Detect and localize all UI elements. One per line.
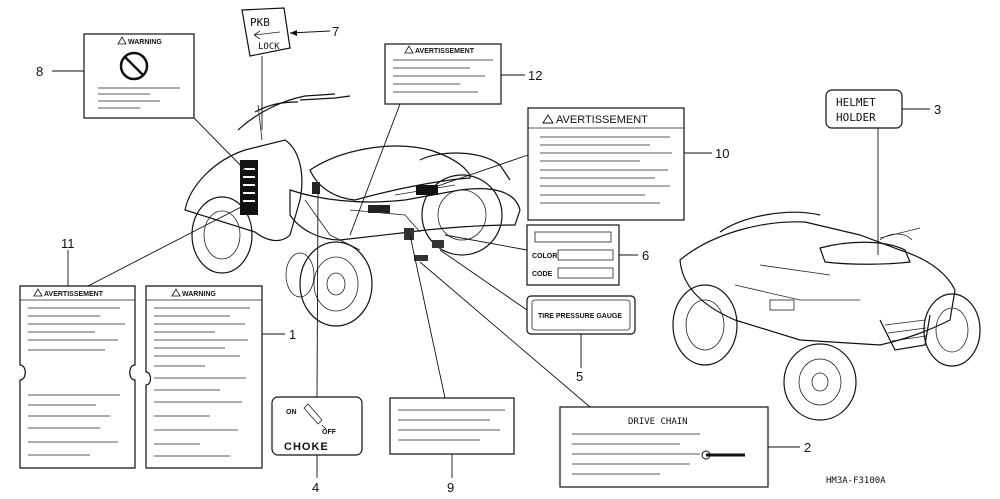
helmet-text: HELMET — [836, 96, 876, 109]
arrow-left-icon — [253, 30, 281, 40]
atv-illustration-left — [184, 93, 521, 327]
label-4-choke: ON OFF CHOKE — [271, 396, 363, 456]
label-9-plate — [389, 397, 515, 455]
callout-7: 7 — [332, 24, 339, 39]
leader-lines — [52, 30, 930, 478]
choke-text: CHOKE — [284, 441, 329, 453]
callout-3: 3 — [934, 102, 941, 117]
label-10-title: AVERTISSEMENT — [556, 114, 648, 126]
label-3-helmet-holder: HELMET HOLDER — [825, 89, 903, 129]
label-1-warning: WARNING — [145, 285, 263, 469]
callout-9: 9 — [447, 480, 454, 495]
label-1-title: WARNING — [182, 291, 216, 298]
label-6-color-code: COLOR CODE — [526, 224, 620, 286]
label-12-avertissement: AVERTISSEMENT — [384, 43, 502, 105]
callout-6: 6 — [642, 248, 649, 263]
callout-1: 1 — [289, 327, 296, 342]
pkb-text: PKB — [250, 16, 270, 29]
label-2-drive-chain: DRIVE CHAIN — [559, 406, 769, 488]
prohibition-icon — [119, 51, 149, 81]
diagram-code: HM3A-F3100A — [826, 476, 886, 486]
drive-chain-text: DRIVE CHAIN — [628, 417, 688, 427]
tire-gauge-text: TIRE PRESSURE GAUGE — [538, 313, 622, 320]
code-text: CODE — [532, 271, 553, 278]
callout-2: 2 — [804, 440, 811, 455]
color-text: COLOR — [532, 253, 557, 260]
label-11-title: AVERTISSEMENT — [44, 291, 104, 298]
label-12-title: AVERTISSEMENT — [415, 48, 475, 55]
label-7-pkb-lock: PKB LOCK — [241, 7, 291, 57]
callout-11: 11 — [61, 236, 75, 251]
choke-on-text: ON — [286, 409, 297, 416]
callout-4: 4 — [312, 480, 319, 495]
label-8-title: WARNING — [128, 39, 162, 46]
warning-triangle-icon — [117, 36, 127, 45]
callout-numbers: 8 7 12 3 10 6 11 1 5 4 9 2 — [36, 24, 941, 495]
callout-5: 5 — [576, 369, 583, 384]
cable-icon — [701, 450, 745, 460]
holder-text: HOLDER — [836, 111, 876, 124]
atv-illustration-right — [672, 211, 981, 421]
label-8-warning: WARNING — [83, 33, 195, 119]
choke-lever-icon — [303, 403, 327, 430]
callout-8: 8 — [36, 64, 43, 79]
callout-12: 12 — [528, 68, 542, 83]
label-5-tire-pressure-gauge: TIRE PRESSURE GAUGE — [526, 295, 636, 335]
callout-10: 10 — [715, 146, 729, 161]
choke-off-text: OFF — [322, 429, 337, 436]
label-11-avertissement: AVERTISSEMENT — [19, 285, 136, 469]
label-10-avertissement: AVERTISSEMENT — [527, 107, 685, 221]
lock-text: LOCK — [258, 42, 280, 52]
